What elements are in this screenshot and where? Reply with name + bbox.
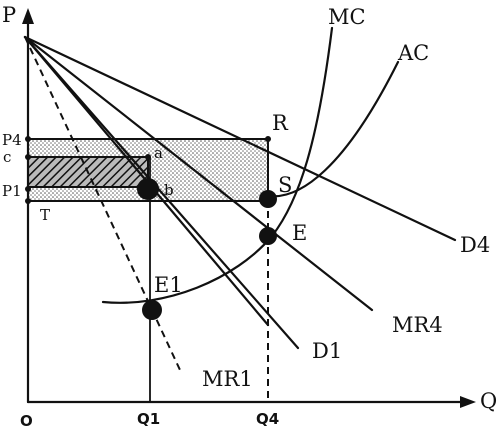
point-r-dot (265, 136, 271, 142)
ac-label: AC (397, 41, 429, 65)
c-label: c (3, 148, 11, 166)
point-a-dot (145, 154, 151, 160)
mr1-line (24, 36, 181, 371)
p4-tick-dot (25, 136, 31, 142)
point-e-dot (259, 227, 277, 245)
p1-label: P1 (2, 182, 22, 200)
ac-curve (266, 60, 400, 198)
y-axis-arrow (22, 8, 34, 24)
d4-label: D4 (460, 233, 490, 257)
t-tick-dot (25, 198, 31, 204)
q1-label: Q1 (137, 410, 160, 428)
point-b-dot (137, 178, 159, 200)
x-axis-label: Q (480, 389, 497, 413)
mr1-label: MR1 (202, 367, 253, 391)
r-label: R (272, 111, 289, 135)
c-tick-dot (25, 154, 31, 160)
q4-label: Q4 (256, 410, 279, 428)
p1-tick-dot (25, 186, 31, 192)
s-label: S (278, 173, 292, 197)
d1-label: D1 (312, 339, 342, 363)
x-axis-arrow (460, 396, 476, 408)
point-e1-dot (142, 300, 162, 320)
mr4-label: MR4 (392, 313, 443, 337)
d4-line (23, 35, 457, 242)
mc-label: MC (328, 5, 366, 29)
point-s-dot (259, 190, 277, 208)
e1-label: E1 (154, 273, 183, 297)
e-label: E (292, 221, 307, 245)
t-label: T (40, 206, 50, 224)
p4-label: P4 (2, 131, 22, 149)
mr4-line (23, 35, 374, 312)
a-label: a (154, 144, 163, 162)
origin-label: O (20, 412, 33, 430)
b-label: b (164, 181, 174, 199)
d1-line (23, 35, 300, 350)
y-axis-label: P (2, 3, 16, 27)
